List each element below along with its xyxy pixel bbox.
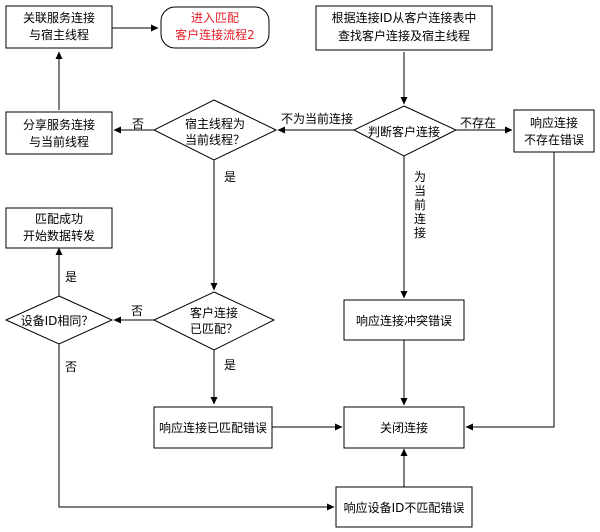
node-host-is-current: 宿主线程为 当前线程？ [152, 99, 278, 161]
edge-label-no-device: 否 [131, 304, 143, 318]
node-share-service-line2: 与当前线程 [29, 134, 89, 149]
node-close-conn: 关闭连接 [343, 406, 465, 449]
edge-label-not-current: 不为当前连接 [281, 111, 353, 126]
node-client-matched: 客户连接 已匹配？ [152, 291, 276, 351]
node-device-id-same: 设备ID相同？ [4, 295, 114, 345]
edge-label-yes-device: 是 [65, 270, 77, 284]
edge-label-is-current-3: 前 [414, 197, 426, 212]
node-host-is-current-line2: 当前线程？ [185, 132, 245, 147]
node-match-success-line2: 开始数据转发 [23, 228, 95, 243]
node-associate-service-line2: 与宿主线程 [29, 27, 89, 42]
node-resp-conflict-label: 响应连接冲突错误 [356, 313, 452, 328]
node-resp-device-mismatch-label: 响应设备ID不匹配错误 [344, 500, 465, 515]
node-device-id-same-label: 设备ID相同？ [21, 314, 94, 328]
edge-label-no-share: 否 [132, 117, 144, 131]
node-goto-flow2-line1: 进入匹配 [191, 11, 239, 25]
node-associate-service-line1: 关联服务连接 [23, 10, 95, 25]
node-match-success-line1: 匹配成功 [35, 212, 83, 226]
node-client-matched-line1: 客户连接 [190, 305, 238, 320]
edge-label-is-current-1: 为 [414, 170, 426, 184]
edge-label-yes-matched: 是 [224, 358, 236, 372]
node-match-success: 匹配成功 开始数据转发 [5, 207, 113, 249]
node-judge-client-label: 判断客户连接 [368, 124, 440, 139]
edge-label-yes-host: 是 [224, 170, 236, 184]
node-lookup-table: 根据连接ID从客户连接表中 查找客户连接及宿主线程 [315, 5, 493, 51]
node-goto-flow2-line2: 客户连接流程2 [175, 27, 255, 42]
edge-label-is-current-2: 当 [414, 184, 426, 198]
node-resp-already-matched: 响应连接已匹配错误 [153, 406, 273, 449]
node-share-service-line1: 分享服务连接 [23, 117, 95, 132]
node-client-matched-line2: 已匹配？ [190, 322, 238, 336]
node-share-service: 分享服务连接 与当前线程 [5, 111, 113, 155]
node-resp-conflict: 响应连接冲突错误 [343, 299, 465, 341]
node-goto-flow2: 进入匹配 客户连接流程2 [160, 6, 270, 49]
node-resp-already-matched-label: 响应连接已匹配错误 [159, 420, 267, 435]
edge-label-is-current-4: 连 [414, 211, 426, 226]
edge-deviceid-to-mismatch [58, 344, 335, 511]
node-lookup-table-line1: 根据连接ID从客户连接表中 [332, 10, 477, 25]
edge-notexist-to-close [465, 152, 555, 431]
node-host-is-current-line1: 宿主线程为 [185, 116, 245, 131]
edge-label-is-current-5: 接 [414, 225, 426, 240]
node-resp-not-exist-line1: 响应连接 [530, 115, 578, 130]
node-resp-not-exist-line2: 不存在错误 [524, 133, 584, 147]
node-judge-client: 判断客户连接 [352, 105, 458, 157]
edge-label-no-mismatch: 否 [65, 360, 77, 374]
node-close-conn-label: 关闭连接 [380, 420, 428, 435]
node-resp-not-exist: 响应连接 不存在错误 [513, 109, 595, 153]
node-resp-device-mismatch: 响应设备ID不匹配错误 [335, 486, 473, 528]
edge-label-not-exist: 不存在 [460, 116, 496, 130]
node-associate-service: 关联服务连接 与宿主线程 [5, 5, 113, 49]
node-lookup-table-line2: 查找客户连接及宿主线程 [338, 28, 470, 43]
